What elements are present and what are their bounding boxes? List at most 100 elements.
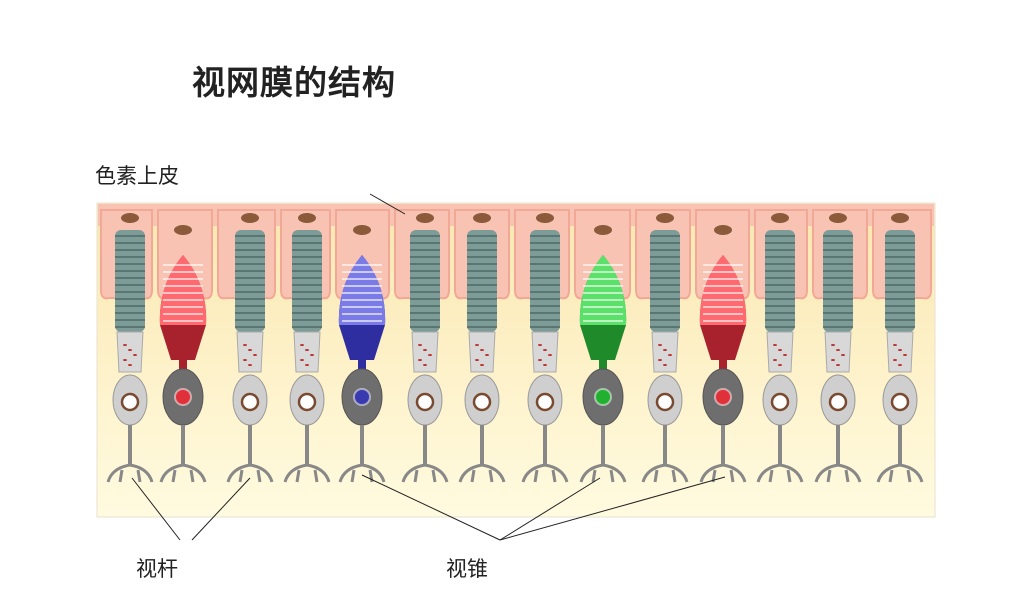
cone-nucleus	[594, 388, 612, 406]
mitochondrion	[418, 344, 422, 346]
rod-inner-segment	[531, 331, 559, 373]
mitochondrion	[831, 344, 835, 346]
rod-nucleus	[828, 392, 848, 412]
epithelium-nucleus	[829, 213, 847, 223]
rod-nucleus	[472, 392, 492, 412]
synaptic-terminal	[876, 463, 924, 483]
rod-cell	[458, 230, 506, 483]
epithelium-label: 色素上皮	[95, 164, 179, 188]
cone-neck	[179, 358, 187, 372]
mitochondrion	[480, 364, 484, 366]
mitochondrion	[305, 364, 309, 366]
cone-cell-blue	[338, 255, 386, 483]
epithelium-nucleus	[298, 213, 316, 223]
rod-outer-segment	[765, 230, 795, 332]
synaptic-terminal	[756, 463, 804, 483]
page-title: 视网膜的结构	[192, 63, 396, 102]
epithelium-nucleus	[656, 213, 674, 223]
cone-nucleus	[714, 388, 732, 406]
rod-cell	[226, 230, 274, 483]
epithelium-nucleus	[594, 225, 612, 235]
rod-outer-segment	[885, 230, 915, 332]
rod-outer-segment	[530, 230, 560, 332]
mitochondrion	[128, 349, 132, 351]
mitochondrion	[898, 349, 902, 351]
mitochondrion	[475, 359, 479, 361]
cone-leader	[499, 477, 601, 541]
mitochondrion	[773, 344, 777, 346]
epithelium-nucleus	[174, 225, 192, 235]
epithelium-nucleus	[241, 213, 259, 223]
mitochondrion	[783, 354, 787, 356]
epithelium-leader	[369, 193, 406, 215]
rod-inner-segment	[886, 331, 914, 373]
rod-nucleus	[415, 392, 435, 412]
mitochondrion	[903, 354, 907, 356]
rod-cell	[641, 230, 689, 483]
rod-inner-segment	[468, 331, 496, 373]
synaptic-terminal	[401, 463, 449, 483]
mitochondrion	[663, 349, 667, 351]
mitochondrion	[123, 359, 127, 361]
mitochondrion	[300, 359, 304, 361]
rod-nucleus	[120, 392, 140, 412]
rods-label: 视杆	[136, 557, 178, 581]
synaptic-terminal	[159, 463, 207, 483]
rod-cell	[814, 230, 862, 483]
mitochondrion	[773, 359, 777, 361]
epithelium-nucleus	[536, 213, 554, 223]
rod-outer-segment	[115, 230, 145, 332]
rod-outer-segment	[650, 230, 680, 332]
mitochondrion	[898, 364, 902, 366]
rod-cell	[401, 230, 449, 483]
rod-outer-segment	[410, 230, 440, 332]
rod-leader	[131, 477, 181, 541]
rod-inner-segment	[411, 331, 439, 373]
epithelium-nucleus	[891, 213, 909, 223]
synaptic-terminal	[521, 463, 569, 483]
rod-nucleus	[535, 392, 555, 412]
mitochondrion	[658, 359, 662, 361]
mitochondrion	[548, 354, 552, 356]
mitochondrion	[663, 364, 667, 366]
rod-nucleus	[770, 392, 790, 412]
epithelium-nucleus	[121, 213, 139, 223]
mitochondrion	[485, 354, 489, 356]
cones-label: 视锥	[446, 557, 488, 581]
synaptic-terminal	[226, 463, 274, 483]
mitochondrion	[658, 344, 662, 346]
synaptic-terminal	[641, 463, 689, 483]
mitochondrion	[128, 364, 132, 366]
rod-outer-segment	[292, 230, 322, 332]
mitochondrion	[305, 349, 309, 351]
epithelium-nucleus	[353, 225, 371, 235]
rod-cell	[876, 230, 924, 483]
epithelium-nucleus	[473, 213, 491, 223]
cone-nucleus	[174, 388, 192, 406]
rod-inner-segment	[116, 331, 144, 373]
cone-cell-red	[159, 255, 207, 483]
mitochondrion	[538, 359, 542, 361]
rod-outer-segment	[235, 230, 265, 332]
mitochondrion	[543, 364, 547, 366]
mitochondrion	[418, 359, 422, 361]
mitochondrion	[423, 364, 427, 366]
synaptic-terminal	[458, 463, 506, 483]
mitochondrion	[423, 349, 427, 351]
cone-cell-red	[699, 255, 747, 483]
mitochondrion	[133, 354, 137, 356]
mitochondrion	[543, 349, 547, 351]
mitochondrion	[310, 354, 314, 356]
synaptic-terminal	[283, 463, 331, 483]
mitochondrion	[248, 349, 252, 351]
rod-inner-segment	[293, 331, 321, 373]
cone-leader	[499, 476, 726, 541]
rod-nucleus	[655, 392, 675, 412]
mitochondrion	[836, 349, 840, 351]
mitochondrion	[668, 354, 672, 356]
mitochondrion	[480, 349, 484, 351]
rod-leader	[191, 477, 251, 541]
rod-nucleus	[297, 392, 317, 412]
rod-nucleus	[890, 392, 910, 412]
mitochondrion	[778, 349, 782, 351]
